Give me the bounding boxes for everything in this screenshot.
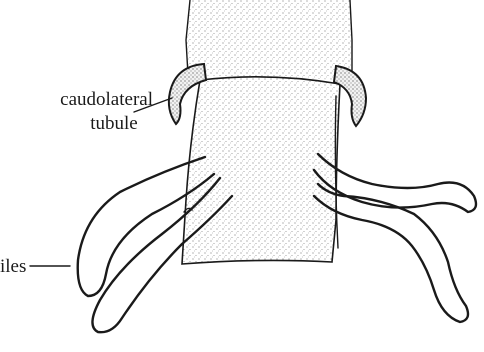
body-trunk	[186, 0, 352, 80]
caudolateral-label-line1: caudolateral	[60, 89, 153, 110]
caudolateral-label-line2: tubule	[90, 113, 138, 134]
right-tubule-lower	[314, 184, 468, 322]
caudal-segment	[182, 77, 340, 264]
tubules-label-partial: iles	[0, 256, 26, 277]
right-tubule-upper	[314, 154, 476, 212]
